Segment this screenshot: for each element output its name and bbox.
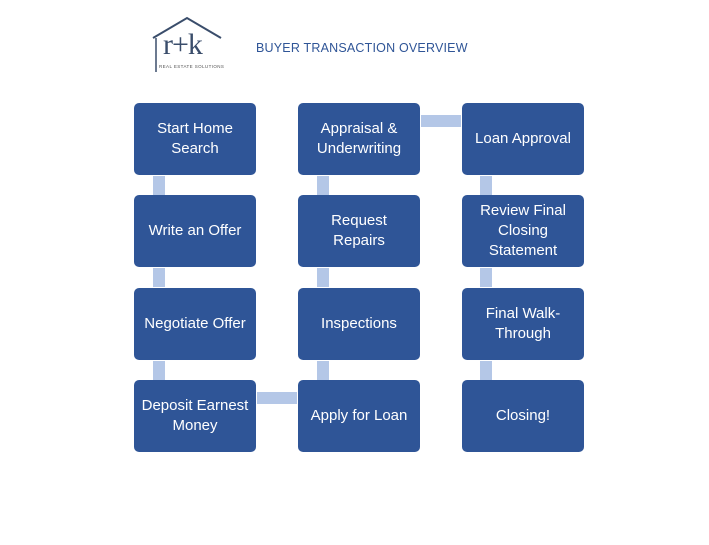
connector — [317, 176, 329, 195]
company-logo: r+k REAL ESTATE SOLUTIONS — [151, 16, 225, 74]
step-request-repairs: Request Repairs — [298, 195, 420, 267]
step-appraisal-underwriting: Appraisal & Underwriting — [298, 103, 420, 175]
step-write-an-offer: Write an Offer — [134, 195, 256, 267]
step-final-walk-through: Final Walk-Through — [462, 288, 584, 360]
logo-subtext: REAL ESTATE SOLUTIONS — [159, 64, 225, 69]
step-deposit-earnest-money: Deposit Earnest Money — [134, 380, 256, 452]
connector — [421, 115, 461, 127]
connector — [153, 268, 165, 287]
connector — [317, 268, 329, 287]
connector — [153, 176, 165, 195]
step-start-home-search: Start Home Search — [134, 103, 256, 175]
step-inspections: Inspections — [298, 288, 420, 360]
page-title: BUYER TRANSACTION OVERVIEW — [256, 41, 468, 55]
connector — [480, 176, 492, 195]
logo-text: r+k — [163, 28, 203, 61]
connector — [480, 361, 492, 380]
step-loan-approval: Loan Approval — [462, 103, 584, 175]
connector — [257, 392, 297, 404]
house-roof-icon — [152, 16, 222, 72]
step-apply-for-loan: Apply for Loan — [298, 380, 420, 452]
connector — [480, 268, 492, 287]
step-closing: Closing! — [462, 380, 584, 452]
step-review-final-closing-statement: Review Final Closing Statement — [462, 195, 584, 267]
connector — [153, 361, 165, 380]
connector — [317, 361, 329, 380]
step-negotiate-offer: Negotiate Offer — [134, 288, 256, 360]
